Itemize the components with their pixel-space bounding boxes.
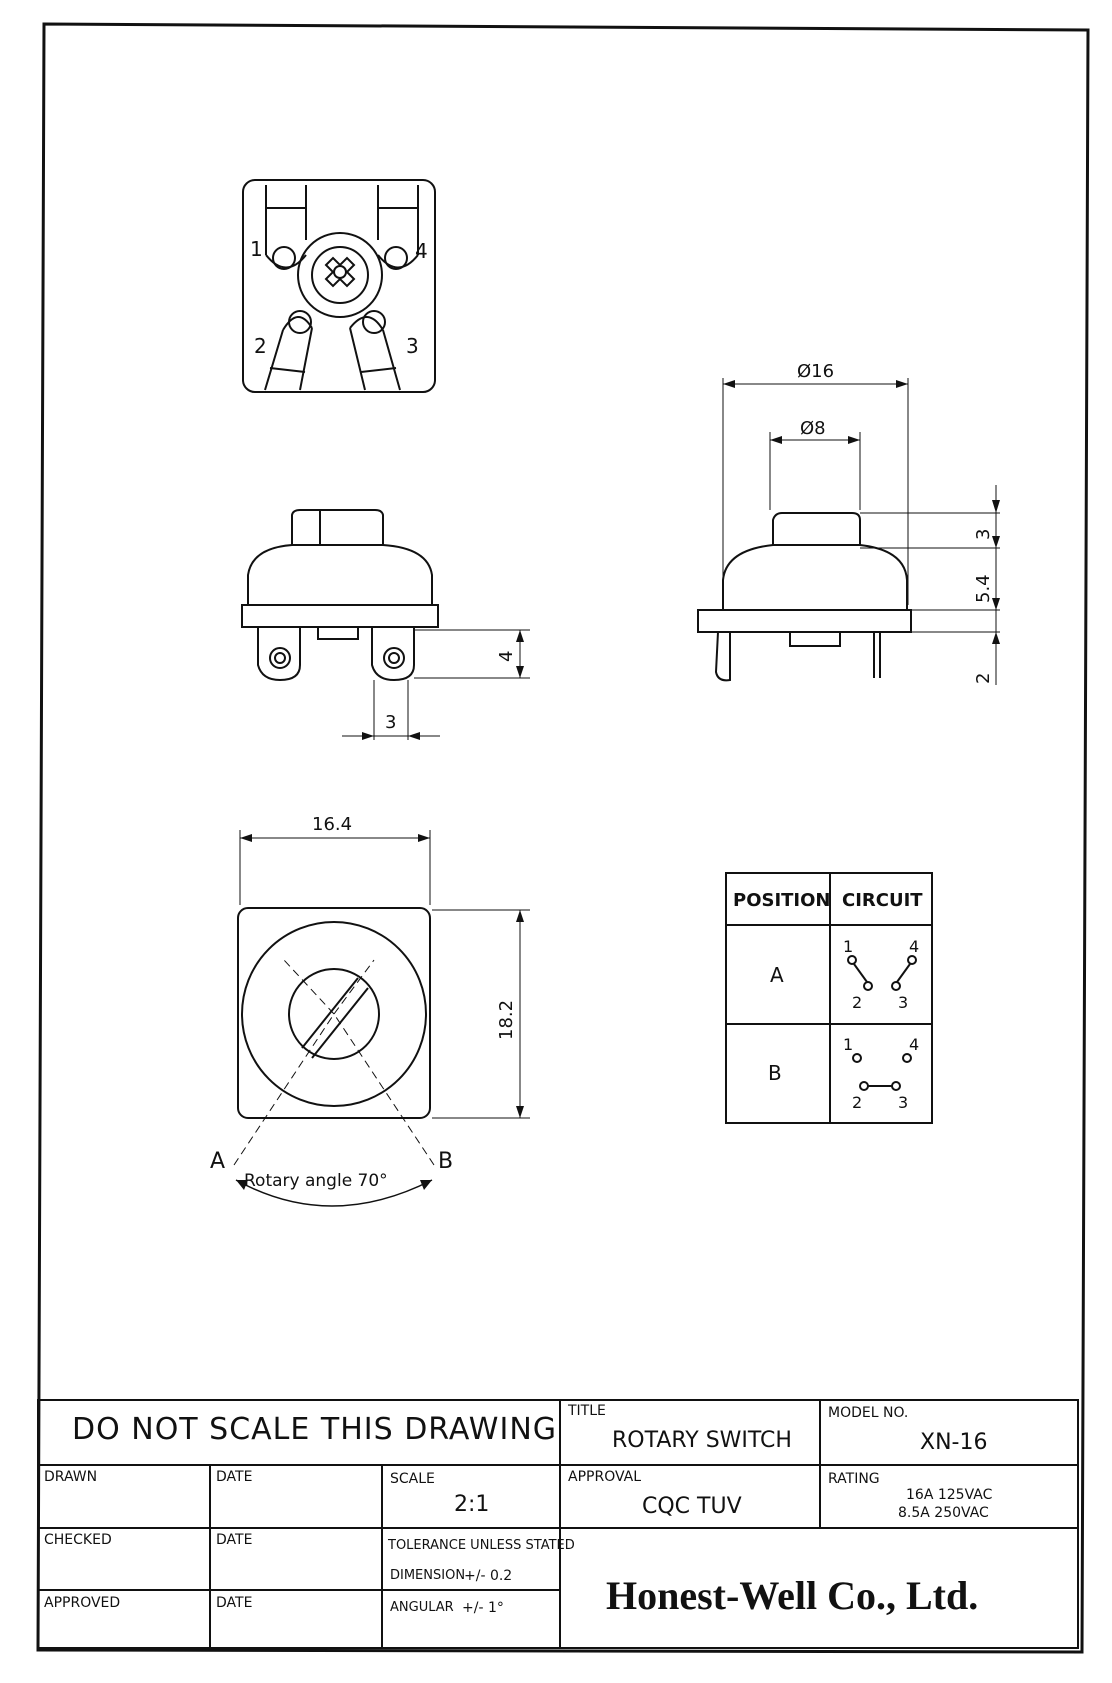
rating-label: RATING	[828, 1471, 880, 1487]
company-name: Honest-Well Co., Ltd.	[606, 1573, 979, 1618]
approval-value: CQC TUV	[642, 1494, 742, 1519]
circuit-table	[725, 872, 933, 1124]
circuit-b-node-3: 3	[898, 1093, 908, 1112]
bottom-view	[233, 830, 530, 1207]
circuit-a-node-2: 2	[852, 993, 862, 1012]
circuit-a-node-3: 3	[898, 993, 908, 1012]
dimension-label: DIMENSION	[390, 1568, 466, 1583]
angular-value: +/- 1°	[462, 1600, 504, 1616]
drawn-date-label: DATE	[216, 1469, 253, 1485]
model-label: MODEL NO.	[828, 1405, 909, 1421]
title-value: ROTARY SWITCH	[612, 1428, 792, 1453]
terminal-label-3: 3	[406, 334, 419, 358]
no-scale-notice: DO NOT SCALE THIS DRAWING	[72, 1412, 558, 1447]
table-header-position: POSITION	[733, 890, 831, 911]
terminal-label-4: 4	[415, 239, 428, 263]
scale-label: SCALE	[390, 1471, 435, 1487]
dim-lug-width: 3	[385, 712, 396, 733]
rotary-pos-b: B	[438, 1149, 453, 1174]
arrow	[236, 834, 524, 1190]
checked-label: CHECKED	[44, 1532, 112, 1548]
drawn-label: DRAWN	[44, 1469, 98, 1485]
circuit-b-node-2: 2	[852, 1093, 862, 1112]
model-value: XN-16	[920, 1430, 988, 1455]
dimension-value: +/- 0.2	[464, 1568, 513, 1584]
arrow	[723, 380, 1000, 644]
dim-height: 18.2	[496, 1000, 517, 1040]
circuit-b-node-1: 1	[843, 1035, 853, 1054]
circuit-b-node-4: 4	[909, 1035, 919, 1054]
scale-value: 2:1	[454, 1492, 490, 1517]
front-view	[241, 509, 530, 740]
approved-label: APPROVED	[44, 1595, 121, 1611]
top-view	[242, 179, 436, 393]
dim-base-height: 2	[973, 673, 994, 684]
title-label: TITLE	[568, 1403, 606, 1419]
circuit-a-node-4: 4	[909, 937, 919, 956]
rating-line-2: 8.5A 250VAC	[898, 1505, 989, 1521]
dim-knob-height: 3	[973, 529, 994, 540]
terminal-label-2: 2	[254, 334, 267, 358]
side-view	[697, 378, 1000, 685]
terminal-label-1: 1	[250, 237, 263, 261]
approval-label: APPROVAL	[568, 1469, 642, 1485]
dim-outer-dia: Ø16	[797, 361, 834, 382]
dim-width: 16.4	[312, 814, 352, 835]
angular-label: ANGULAR	[390, 1600, 454, 1615]
table-header-circuit: CIRCUIT	[842, 890, 923, 911]
position-b: B	[768, 1061, 782, 1085]
position-a: A	[770, 963, 784, 987]
dim-body-height: 5.4	[973, 574, 994, 603]
dim-knob-dia: Ø8	[800, 418, 826, 439]
circuit-a-node-1: 1	[843, 937, 853, 956]
rating-line-1: 16A 125VAC	[906, 1487, 993, 1503]
rotary-pos-a: A	[210, 1149, 225, 1174]
approved-date-label: DATE	[216, 1595, 253, 1611]
sheet-border	[36, 22, 1090, 1654]
rotary-angle-label: Rotary angle 70°	[244, 1171, 388, 1191]
tolerance-title: TOLERANCE UNLESS STATED	[388, 1538, 575, 1553]
checked-date-label: DATE	[216, 1532, 253, 1548]
dim-lug-height: 4	[496, 651, 517, 662]
title-block-grid	[37, 1399, 1079, 1649]
